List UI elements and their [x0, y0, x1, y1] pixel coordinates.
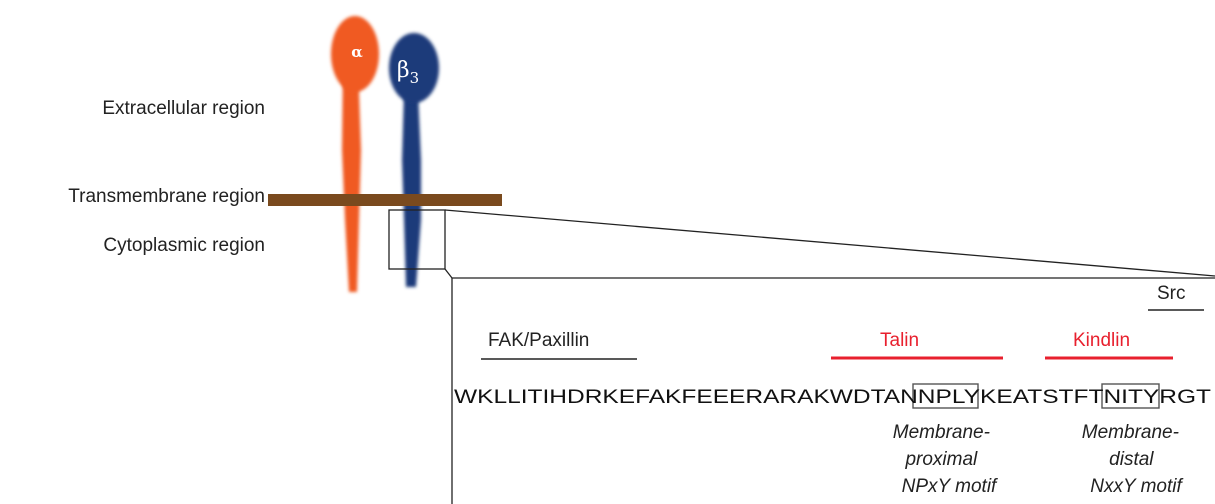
beta3-stalk: [402, 92, 421, 287]
proximal-motif-annotation: Membrane- proximal NPxY motif: [893, 422, 998, 497]
zoom-line-bottom: [444, 268, 453, 279]
cytoplasmic-region-label: Cytoplasmic region: [103, 235, 265, 256]
zoom-line-top: [444, 209, 1215, 277]
beta3-head: [389, 33, 439, 103]
talin-label: Talin: [880, 330, 919, 351]
transmembrane-region-label: Transmembrane region: [68, 186, 265, 207]
alpha-head: [331, 16, 379, 92]
extracellular-region-label: Extracellular region: [102, 98, 265, 119]
beta3-subunit: β3: [389, 33, 439, 287]
distal-motif-annotation: Membrane- distal NxxY motif: [1082, 422, 1184, 497]
motif-box-npxy: [912, 383, 979, 409]
fak-paxillin-label: FAK/Paxillin: [488, 330, 589, 351]
src-label: Src: [1157, 283, 1186, 304]
alpha-label: α: [351, 43, 363, 61]
zoom-box: [388, 209, 446, 270]
alpha-subunit: α: [331, 16, 379, 292]
alpha-stalk: [342, 62, 361, 292]
membrane-bar: [268, 194, 502, 206]
motif-box-nxxy: [1101, 383, 1160, 409]
beta3-label: β3: [397, 58, 419, 87]
kindlin-label: Kindlin: [1073, 330, 1130, 351]
